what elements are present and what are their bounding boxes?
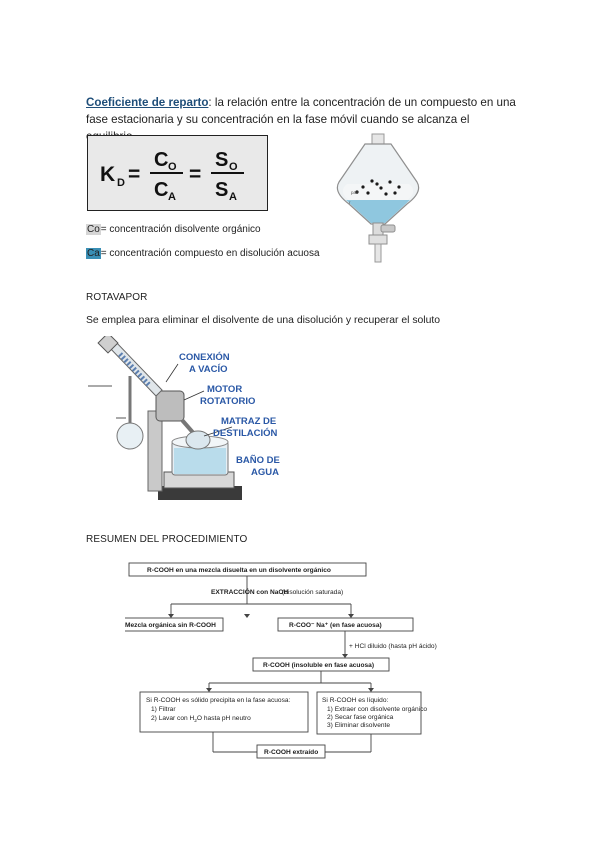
label-motor-line2: ROTATORIO bbox=[200, 396, 255, 407]
flow-aqueous-text: R-COO⁻ Na⁺ (en fase acuosa) bbox=[289, 622, 382, 629]
legend-co: Co= concentración disolvente orgánico bbox=[86, 224, 261, 235]
label-flask-line1: MATRAZ DE bbox=[221, 416, 276, 427]
flow-liquid-title: Si R-COOH es líquido: bbox=[322, 697, 388, 704]
funnel-label-pas: pas bbox=[351, 190, 359, 195]
flow-result-text: R-COOH extraído bbox=[264, 749, 318, 756]
separatory-funnel-illustration: pas r bbox=[335, 132, 425, 272]
label-motor-line1: MOTOR bbox=[207, 384, 242, 395]
rotavapor-description: Se emplea para eliminar el disolvente de… bbox=[86, 315, 441, 326]
formula-equals-2: = bbox=[189, 163, 201, 186]
rotavapor-stand bbox=[147, 410, 163, 492]
flow-solid-step2-sub: 2 bbox=[194, 718, 197, 724]
formula-k-subscript: D bbox=[117, 177, 125, 189]
formula-c-denominator-sub: A bbox=[168, 191, 176, 203]
collection-flask bbox=[116, 422, 144, 450]
legend-ca-text: = concentración compuesto en disolución … bbox=[100, 248, 320, 259]
flow-organic-text: Mezcla orgánica sin R-COOH bbox=[125, 622, 216, 629]
flow-solid-step2: 2) Lavar con H2O hasta pH neutro bbox=[151, 715, 251, 724]
flow-result-box bbox=[256, 744, 326, 759]
distillation-flask bbox=[185, 430, 211, 450]
flow-solid-title: Si R-COOH es sólido precipita en la fase… bbox=[146, 697, 291, 704]
flow-extraction-note: (disolución saturada) bbox=[282, 589, 343, 596]
summary-heading: RESUMEN DEL PROCEDIMIENTO bbox=[86, 534, 248, 545]
flow-solid-step2-post: O hasta pH neutro bbox=[197, 715, 251, 722]
formula-c-numerator: C bbox=[154, 149, 168, 171]
partition-coefficient-term[interactable]: Coeficiente de reparto bbox=[86, 96, 209, 109]
rotavapor-illustration: CONEXIÓN A VACÍO MOTOR ROTATORIO MATRAZ … bbox=[86, 332, 286, 517]
formula-equals-1: = bbox=[128, 163, 140, 186]
flow-liquid-step1: 1) Extraer con disolvente orgánico bbox=[327, 706, 427, 713]
flow-aqueous-box bbox=[277, 617, 414, 632]
formula-c-numerator-sub: O bbox=[168, 161, 177, 173]
flow-insoluble-text: R-COOH (insoluble en fase acuosa) bbox=[263, 662, 374, 669]
formula-s-denominator-sub: A bbox=[229, 191, 237, 203]
legend-ca-key: Ca bbox=[86, 248, 101, 259]
label-bath-line2: AGUA bbox=[251, 467, 279, 478]
flow-start-box bbox=[128, 562, 367, 577]
flow-liquid-step2: 2) Secar fase orgánica bbox=[327, 714, 394, 721]
flow-liquid-box bbox=[316, 691, 422, 735]
rotary-motor bbox=[155, 390, 185, 422]
legend-co-text: = concentración disolvente orgánico bbox=[100, 224, 261, 235]
rotavapor-heading: ROTAVAPOR bbox=[86, 292, 148, 303]
legend-ca: Ca= concentración compuesto en disolució… bbox=[86, 248, 320, 259]
flow-start-text: R-COOH en una mezcla disuelta en un diso… bbox=[147, 567, 331, 574]
formula-c-denominator: C bbox=[154, 179, 168, 201]
intro-colon: : bbox=[208, 96, 212, 109]
formula-s-denominator: S bbox=[215, 179, 228, 201]
formula-k: K bbox=[100, 163, 115, 186]
label-flask-line2: DESTILACIÓN bbox=[213, 427, 278, 439]
flow-solid-box bbox=[139, 691, 309, 733]
label-bath-line1: BAÑO DE bbox=[236, 455, 280, 466]
legend-co-key: Co bbox=[86, 224, 101, 235]
flow-solid-step2-pre: 2) Lavar con H bbox=[151, 715, 194, 722]
formula-s-numerator: S bbox=[215, 149, 228, 171]
funnel-label-r: r bbox=[349, 200, 351, 205]
partition-formula-box: K D = C O C A = S O S A bbox=[87, 135, 268, 211]
rotavapor-base bbox=[158, 486, 242, 500]
formula-s-numerator-sub: O bbox=[229, 161, 238, 173]
flow-solid-step1: 1) Filtrar bbox=[151, 706, 176, 713]
flow-extraction-text: EXTRACCIÓN con NaOH bbox=[211, 587, 289, 596]
label-vacuum-line2: A VACÍO bbox=[189, 364, 228, 375]
flow-acid-step-text: + HCl diluido (hasta pH ácido) bbox=[349, 643, 437, 650]
intro-line1: la relación entre la concentración de un… bbox=[211, 96, 516, 109]
label-vacuum-line1: CONEXIÓN bbox=[179, 351, 230, 363]
flow-liquid-step3: 3) Eliminar disolvente bbox=[327, 722, 390, 729]
procedure-flowchart: R-COOH en una mezcla disuelta en un diso… bbox=[120, 556, 465, 771]
